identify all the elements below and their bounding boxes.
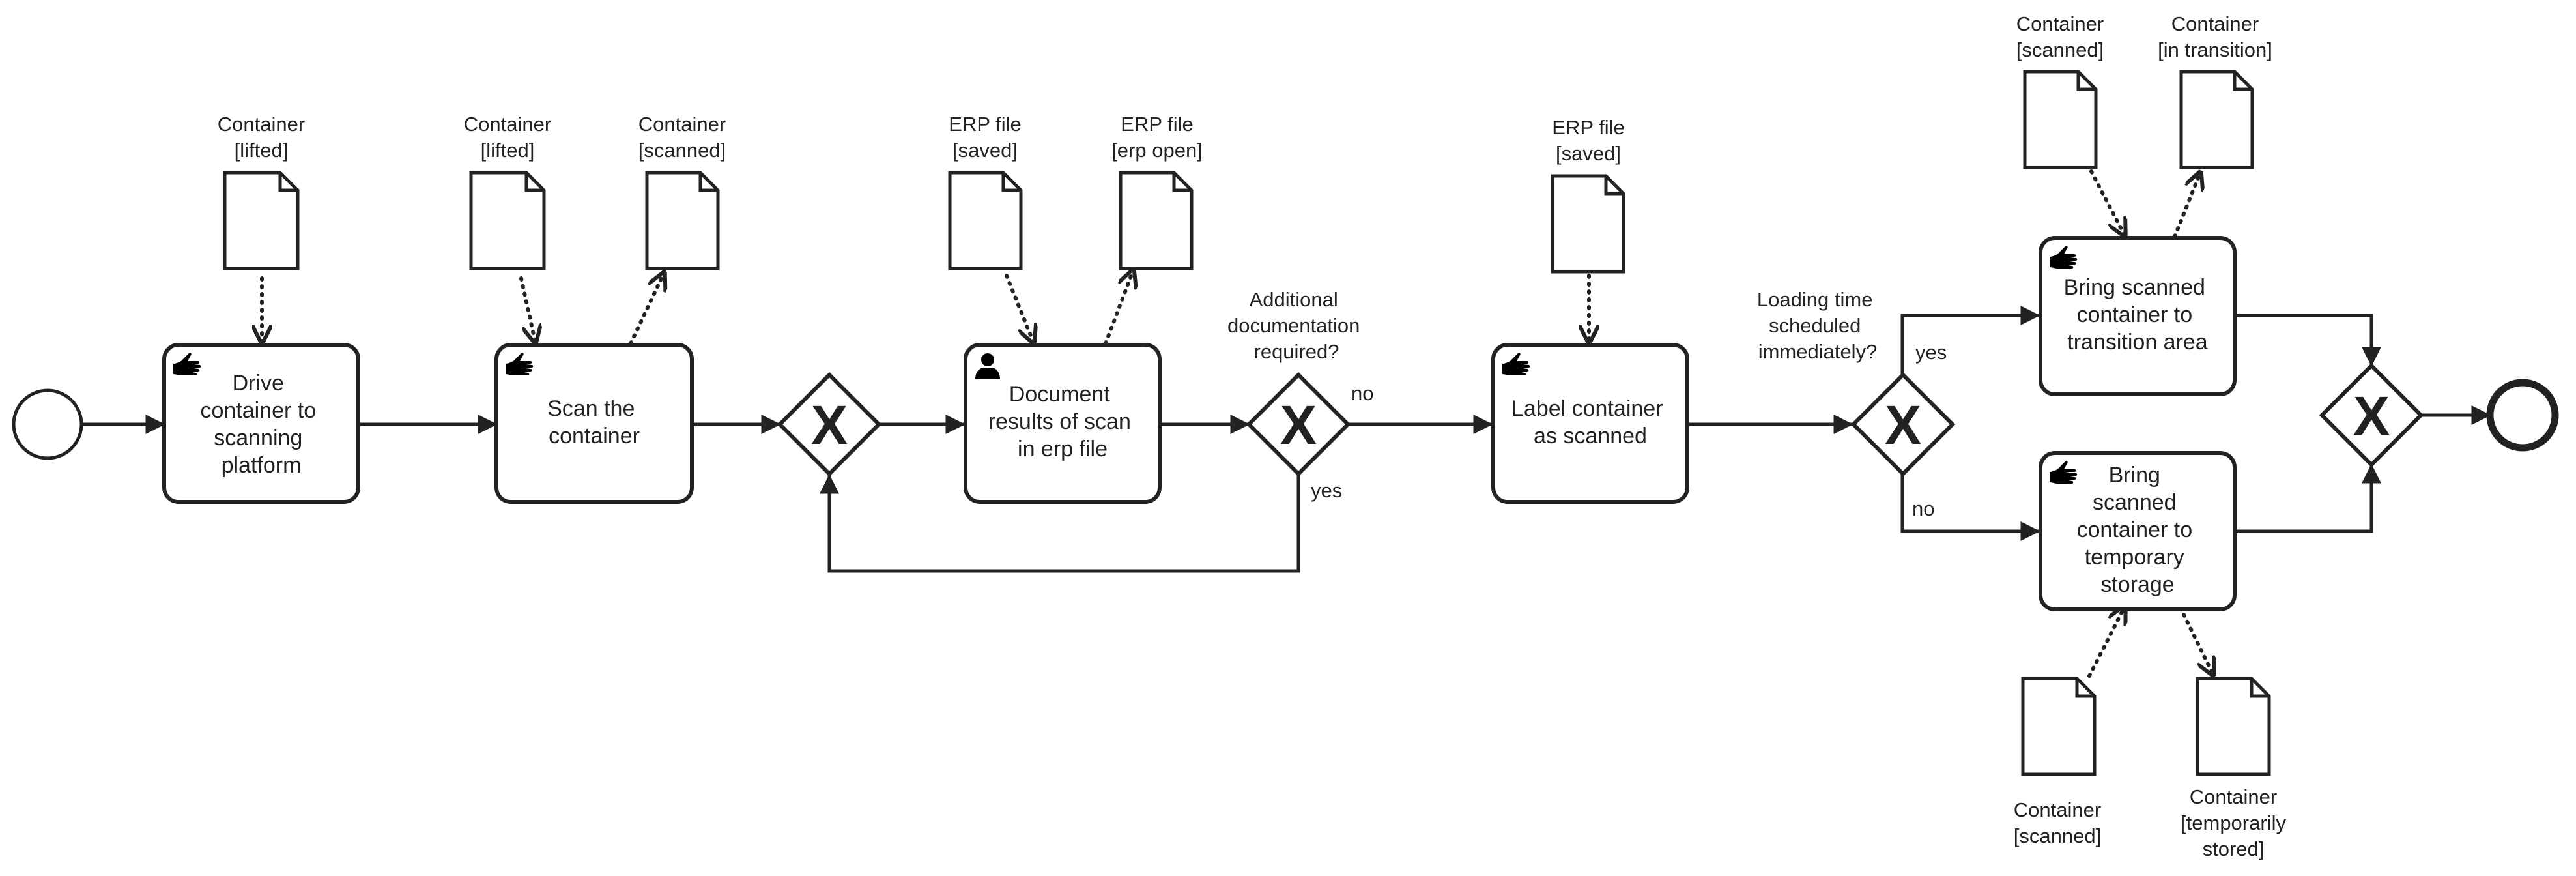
task-label: Bring scanned container to temporary sto… (2076, 463, 2198, 597)
task-label: Drive container to scanning platform (200, 371, 322, 478)
task-drive-container[interactable]: Drive container to scanning platform (162, 343, 360, 504)
gateway-loading-time: X (1850, 372, 1956, 477)
svg-text:Container[scanned]: Container[scanned] (638, 113, 726, 162)
assoc-transition-d8 (2173, 171, 2201, 239)
data-object-container-scanned: Container[scanned] (2016, 12, 2104, 169)
svg-text:ERP file[saved]: ERP file[saved] (949, 113, 1021, 162)
flow-label-yes: yes (1915, 341, 1947, 364)
gateway-merge-end: X (2319, 362, 2424, 468)
task-label: Bring scanned container to transition ar… (2064, 275, 2212, 355)
gateway-x-marker: X (811, 394, 848, 456)
svg-text:ERP file[saved]: ERP file[saved] (1552, 116, 1624, 165)
flow-label-no: no (1351, 382, 1373, 405)
task-document-results[interactable]: Document results of scan in erp file (964, 343, 1162, 504)
svg-text:Container[in transition]: Container[in transition] (2158, 12, 2272, 61)
svg-text:Container[scanned]: Container[scanned] (2016, 12, 2104, 61)
assoc-d9-temporary (2087, 606, 2125, 678)
task-scan-container[interactable]: Scan the container (494, 343, 694, 504)
flow-temporary-merge (2235, 463, 2381, 533)
assoc-d2-scan (519, 276, 536, 343)
assoc-d7-transition (2089, 169, 2125, 237)
data-object-erp-file-saved: ERP file[saved] (948, 113, 1023, 270)
svg-text:Container[scanned]: Container[scanned] (2014, 798, 2101, 847)
gateway-merge-loop: X (777, 372, 882, 477)
data-object-container-lifted: Container[lifted] (218, 113, 305, 270)
task-label-container[interactable]: Label container as scanned (1491, 343, 1689, 504)
task-bring-temporary[interactable]: Bring scanned container to temporary sto… (2039, 451, 2237, 611)
svg-text:Container[lifted]: Container[lifted] (218, 113, 305, 162)
data-object-erp-file-open: ERP file[erp open] (1111, 113, 1203, 270)
task-label: Document results of scan in erp file (988, 382, 1138, 461)
gateway-additional-documentation: X (1246, 372, 1351, 477)
task-label: Label container as scanned (1511, 396, 1669, 448)
start-event (12, 388, 83, 460)
flow-loading-no (1900, 474, 2040, 541)
flow-additional-yes-loop (820, 474, 1300, 573)
gateway-x-marker: X (1885, 394, 1921, 456)
assoc-scan-d3 (629, 272, 665, 345)
data-object-container-scanned: Container[scanned] (638, 113, 726, 270)
svg-text:ERP file[erp open]: ERP file[erp open] (1111, 113, 1203, 162)
assoc-d4-document (1005, 274, 1034, 343)
sequence-flows (82, 306, 2491, 573)
gateway-question-loading: Loading time scheduled immediately? (1757, 288, 1878, 363)
data-object-container-lifted: Container[lifted] (464, 113, 551, 270)
assoc-document-d5 (1104, 269, 1134, 345)
gateway-x-marker: X (2353, 385, 2390, 446)
gateway-question-additional: Additional documentation required? (1227, 288, 1366, 363)
task-label: Scan the container (547, 396, 641, 448)
flow-transition-merge (2235, 314, 2381, 367)
data-object-container-scanned: Container[scanned] (2014, 677, 2101, 847)
data-object-erp-file-saved: ERP file[saved] (1551, 116, 1625, 274)
flow-label-yes: yes (1311, 479, 1342, 502)
assoc-temporary-d10 (2182, 613, 2214, 676)
data-associations (262, 171, 2214, 676)
task-bring-transition[interactable]: Bring scanned container to transition ar… (2039, 236, 2237, 396)
svg-text:Container[lifted]: Container[lifted] (464, 113, 551, 162)
gateway-x-marker: X (1280, 394, 1317, 456)
end-event (2486, 379, 2559, 452)
data-object-container-in-transition: Container[in transition] (2158, 12, 2272, 169)
flow-label-no: no (1912, 497, 1934, 520)
flow-loading-yes (1900, 306, 2040, 374)
